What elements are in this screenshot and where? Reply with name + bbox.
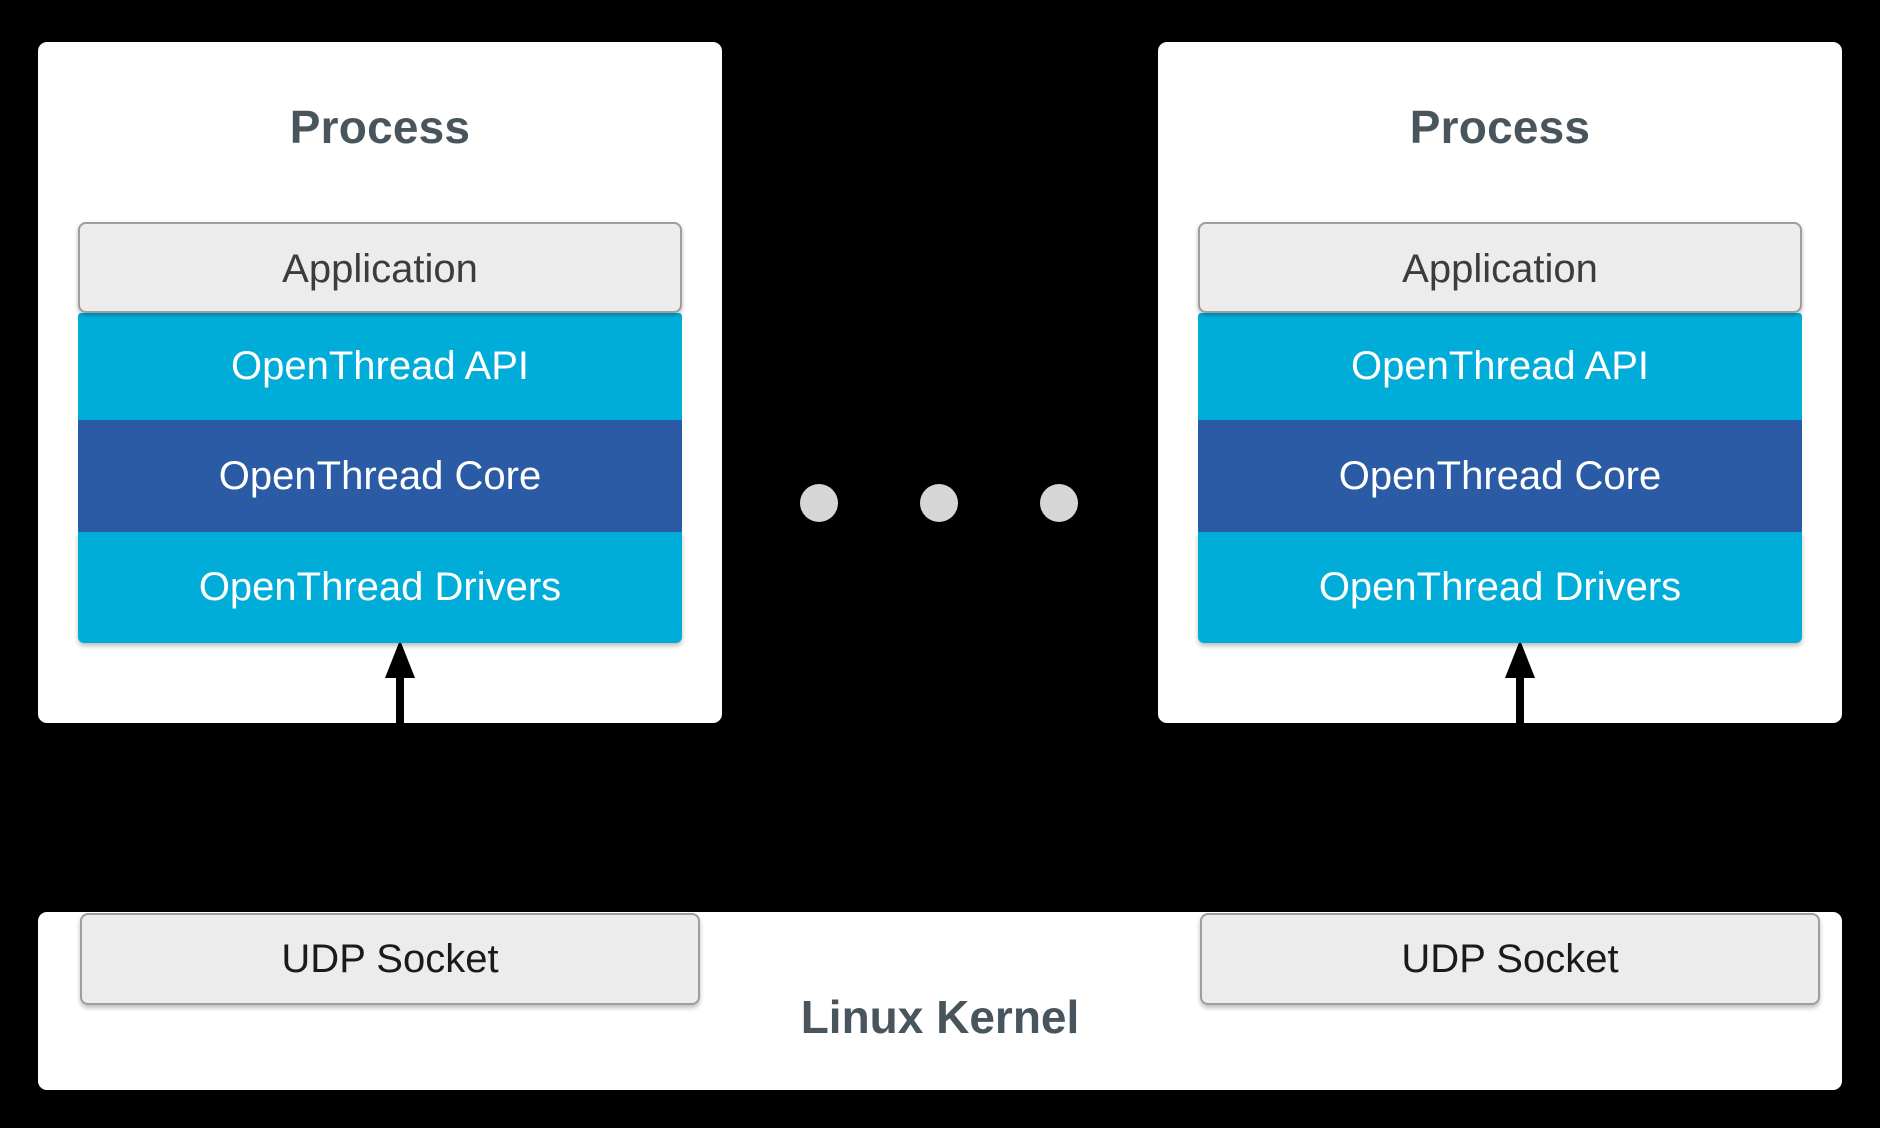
openthread-layer-stack-left: Application OpenThread API OpenThread Co… [78,222,682,643]
layer-application-right: Application [1198,222,1802,313]
linux-kernel-panel: UDP Socket Linux Kernel UDP Socket [38,912,1842,1090]
layer-application-left: Application [78,222,682,313]
process-panel-left: Process Application OpenThread API OpenT… [38,42,722,723]
udp-socket-box-right: UDP Socket [1200,913,1820,1005]
ellipsis-dot-1 [800,484,838,522]
process-title-left: Process [289,101,471,153]
layer-openthread-drivers-right: OpenThread Drivers [1198,532,1802,643]
openthread-layer-stack-right: Application OpenThread API OpenThread Co… [1198,222,1802,643]
process-panel-right: Process Application OpenThread API OpenT… [1158,42,1842,723]
udp-socket-box-left: UDP Socket [80,913,700,1005]
ellipsis-dot-3 [1040,484,1078,522]
layer-openthread-core-right: OpenThread Core [1198,420,1802,532]
ellipsis-dot-2 [920,484,958,522]
layer-openthread-api-right: OpenThread API [1198,313,1802,420]
layer-openthread-drivers-left: OpenThread Drivers [78,532,682,643]
layer-openthread-api-left: OpenThread API [78,313,682,420]
process-title-right: Process [1409,101,1591,153]
linux-kernel-title: Linux Kernel [800,991,1080,1043]
socket-uplink-arrow-right [1505,640,1535,723]
layer-openthread-core-left: OpenThread Core [78,420,682,532]
socket-uplink-arrow-left [385,640,415,723]
more-processes-ellipsis [800,484,1100,524]
